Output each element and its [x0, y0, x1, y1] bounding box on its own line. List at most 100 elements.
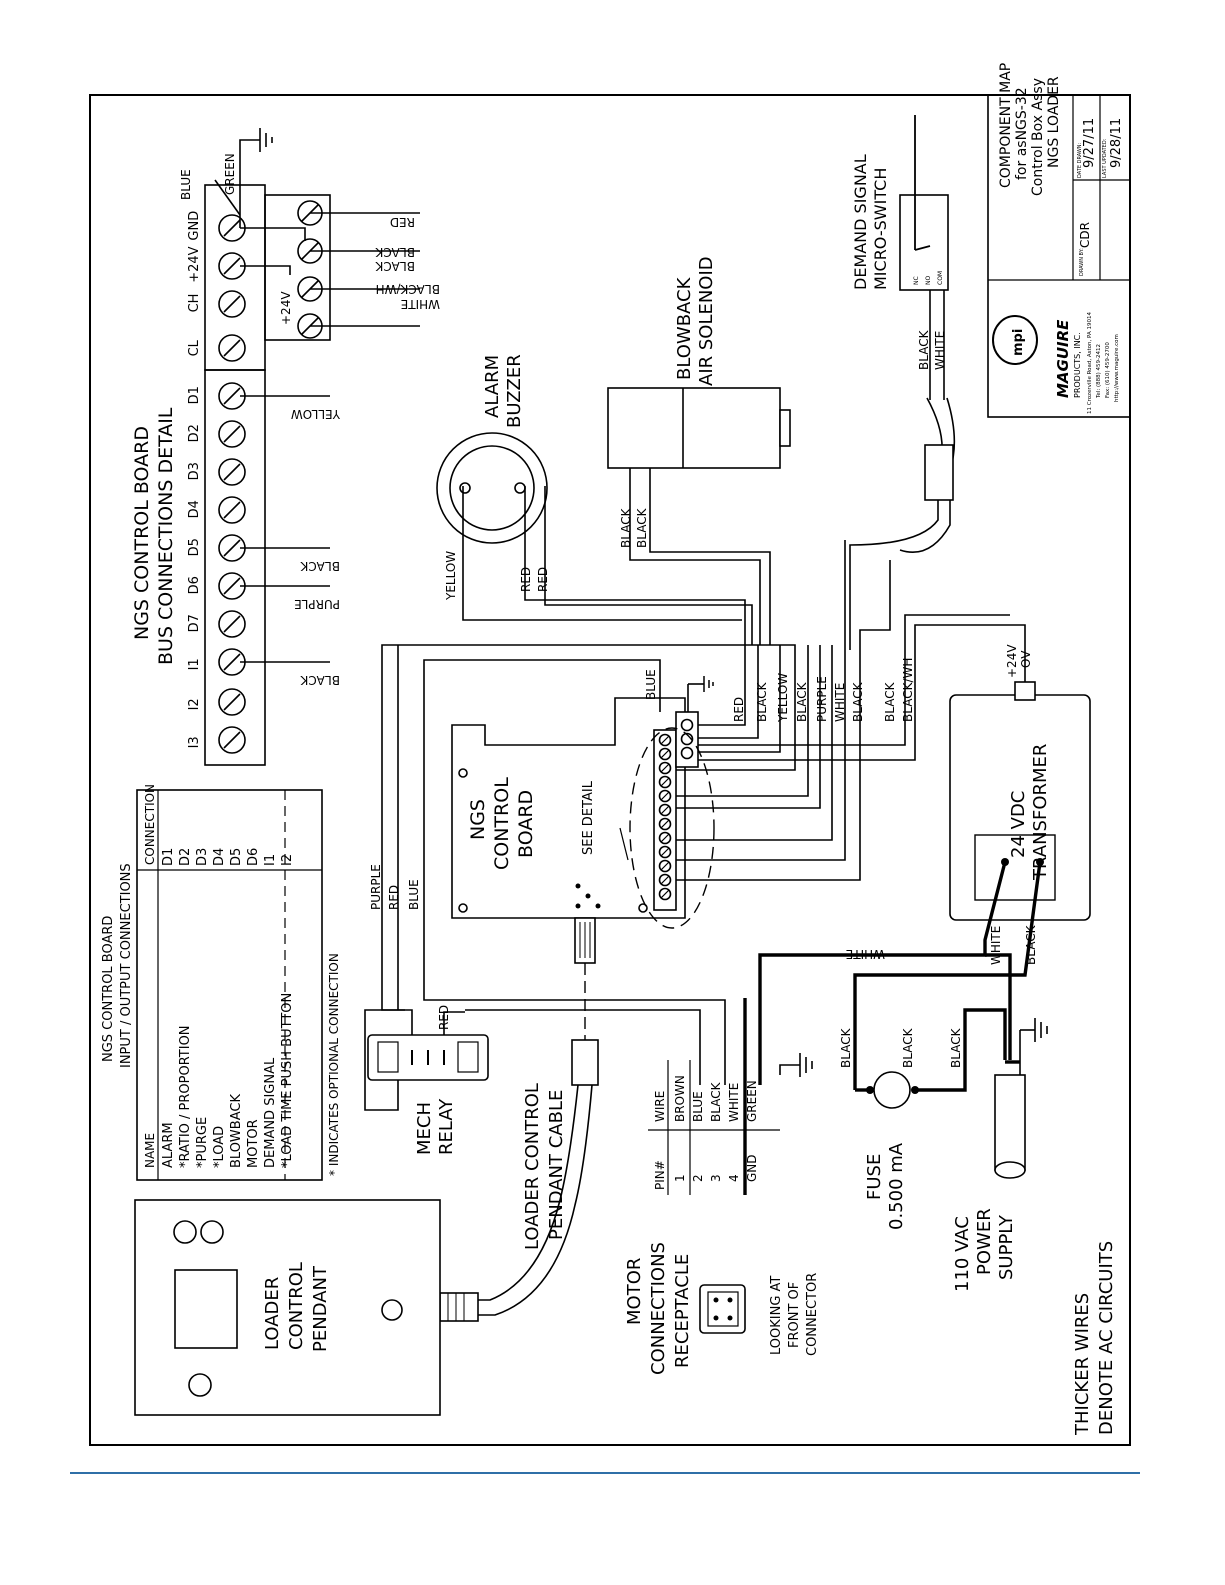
pin-col-wire: WIRE — [653, 1091, 667, 1122]
board-wire-blue: BLUE — [644, 669, 658, 700]
io-footnote: * INDICATES OPTIONAL CONNECTION — [327, 953, 341, 1176]
io-row-connection: D1 — [161, 848, 176, 866]
buzzer-wire-red-a: RED — [519, 567, 533, 592]
pin-row-pin: 2 — [691, 1174, 705, 1182]
pin-row-pin: 1 — [673, 1174, 687, 1182]
io-connections-table: NGS CONTROL BOARD INPUT / OUTPUT CONNECT… — [101, 784, 341, 1181]
blowback-label-1: BLOWBACK — [674, 276, 695, 380]
detail-wire-green: GREEN — [223, 153, 237, 195]
fuse-label-2: 0.500 mA — [886, 1142, 907, 1230]
io-title-1: NGS CONTROL BOARD — [101, 916, 116, 1062]
cable-label-1: LOADER CONTROL — [522, 1083, 543, 1250]
io-row-connection: D6 — [246, 848, 261, 866]
looking-label-3: CONNECTOR — [805, 1273, 820, 1356]
detail-wire-purple-d6: PURPLE — [294, 597, 340, 611]
bus-terminal-label: D1 — [187, 386, 202, 404]
title-line-1: COMPONENT MAP — [998, 63, 1014, 188]
note-line-2: DENOTE AC CIRCUITS — [1096, 1241, 1117, 1435]
bus-terminal-label: I2 — [187, 698, 202, 710]
io-row-name: *LOAD TIME PUSH BUTTON — [280, 993, 295, 1168]
bus-terminal-label: D7 — [187, 614, 202, 632]
io-title-2: INPUT / OUTPUT CONNECTIONS — [119, 863, 134, 1068]
switch-pin-label: NC — [913, 276, 920, 285]
date-drawn: 9/27/11 — [1082, 118, 1097, 168]
solenoid-black-b: BLACK — [635, 507, 649, 548]
bus-label-white: WHITE — [833, 683, 847, 722]
motor-label-1: MOTOR — [624, 1258, 645, 1325]
detail-plus24v: +24V — [279, 291, 293, 325]
board-label-1: NGS — [467, 799, 489, 840]
board-label-2: CONTROL — [491, 777, 513, 870]
mech-relay: RED MECH RELAY PURPLE RED BLUE — [364, 645, 489, 1155]
detail-wire-black-wh: BLACK/WH — [376, 282, 440, 296]
looking-label-1: LOOKING AT — [769, 1276, 784, 1355]
company-fax: Fax: (610) 459-2700 — [1105, 342, 1111, 398]
board-power-screw — [680, 718, 694, 732]
see-detail-label: SEE DETAIL — [581, 780, 596, 855]
motor-label-3: RECEPTACLE — [672, 1254, 693, 1368]
pin-row-wire: BROWN — [673, 1075, 687, 1122]
left-wire-red: RED — [387, 885, 401, 910]
company-name: MAGUIRE — [1054, 319, 1072, 398]
left-wire-blue: BLUE — [407, 879, 421, 910]
motor-pin-table: PIN# WIRE 1BROWN2BLUE3BLACK4WHITEGNDGREE… — [465, 1009, 813, 1195]
board-power-screw — [680, 746, 694, 760]
pendant-cable: LOADER CONTROL PENDANT CABLE — [439, 1039, 599, 1322]
company-tel: Tel: (888) 459-2412 — [1096, 344, 1102, 399]
ac-wire-white: WHITE — [846, 947, 885, 961]
board-label-3: BOARD — [515, 790, 537, 858]
switch-wire-black: BLACK — [917, 329, 931, 370]
ac-wire-black-f1: BLACK — [839, 1027, 853, 1068]
last-updated-label: LAST UPDATED: — [1102, 138, 1108, 178]
io-row-connection: D4 — [212, 848, 227, 866]
bus-terminal-label: GND — [187, 211, 202, 241]
transformer-label-2: TRANSFORMER — [1030, 744, 1051, 881]
blowback-label-2: AIR SOLENOID — [696, 256, 717, 386]
company-sub: PRODUCTS, INC. — [1073, 332, 1082, 398]
detail-wire-white: WHITE — [401, 297, 440, 311]
relay-label-2: RELAY — [436, 1098, 457, 1155]
pendant-label-3: PENDANT — [310, 1265, 331, 1352]
company-web: http://www.maguire.com — [1114, 334, 1120, 402]
bus-terminal-label: D4 — [187, 500, 202, 518]
pin-row-wire: WHITE — [727, 1083, 741, 1122]
bus-label-black-1: BLACK — [755, 681, 769, 722]
buzzer-label-1: ALARM — [482, 355, 503, 418]
alarm-buzzer: ALARM BUZZER — [436, 354, 548, 544]
buzzer-label-2: BUZZER — [504, 354, 525, 428]
detail-title-1: NGS CONTROL BOARD — [131, 426, 153, 640]
ac-circuit: WHITE WHITE BLACK BLACK BLACK BLACK — [743, 861, 1042, 1092]
io-row-name: ALARM — [161, 1122, 176, 1168]
company-address: 11 Crozerville Road, Aston, PA 19014 — [1087, 312, 1093, 414]
io-col-connection: CONNECTION — [143, 784, 157, 865]
ac-note: THICKER WIRES DENOTE AC CIRCUITS — [1072, 1241, 1117, 1436]
power-supply-cord: 110 VAC POWER SUPPLY — [952, 1018, 1048, 1292]
date-drawn-label: DATE DRAWN: — [1077, 142, 1083, 178]
bus-terminal-label: CL — [187, 339, 202, 356]
detail-wire-blue: BLUE — [179, 169, 193, 200]
blowback-solenoid: BLOWBACK AIR SOLENOID BLACK BLACK — [607, 256, 791, 645]
bus-terminal-label: D3 — [187, 462, 202, 480]
io-row-connection: D3 — [195, 848, 210, 866]
solenoid-black-a: BLACK — [619, 507, 633, 548]
bus-screws — [218, 214, 246, 754]
pin-col-pin: PIN# — [653, 1160, 667, 1190]
detail-wire-black-i1: BLACK — [299, 673, 340, 687]
pin-row-wire: GREEN — [745, 1080, 759, 1122]
buzzer-wire-yellow: YELLOW — [444, 551, 458, 601]
cable-label-2: PENDANT CABLE — [546, 1090, 567, 1240]
company-logo: mpi — [992, 315, 1038, 365]
detail-title-2: BUS CONNECTIONS DETAIL — [155, 407, 177, 665]
left-wire-purple: PURPLE — [369, 864, 383, 910]
pin-row-wire: BLUE — [691, 1091, 705, 1122]
io-row-connection: D5 — [229, 848, 244, 866]
ac-wire-white-tr: WHITE — [989, 926, 1003, 965]
io-row-name: BLOWBACK — [229, 1094, 244, 1168]
pendant-label-2: CONTROL — [286, 1262, 307, 1350]
io-row-name: *LOAD — [212, 1126, 227, 1168]
